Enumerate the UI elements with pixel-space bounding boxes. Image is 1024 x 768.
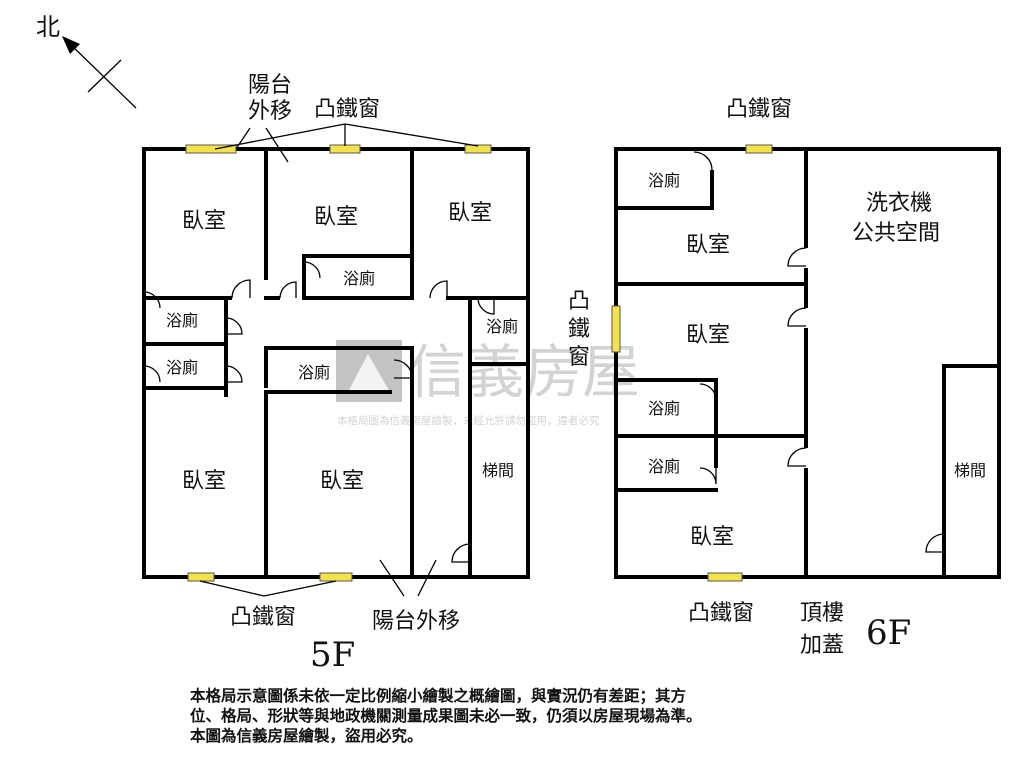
door-icon [477, 297, 495, 315]
watermark-brand: 信義房屋 [408, 338, 640, 406]
disclaimer-line: 位、格局、形狀等與地政機關測量成果圖未必一致，仍須以房屋現場為準。 [190, 706, 702, 725]
callout-balcony: 陽台 [248, 73, 292, 98]
door-icon [925, 533, 945, 553]
callout-bay-window: 凸 [568, 289, 590, 314]
bay-window [611, 305, 621, 353]
door-icon [429, 280, 448, 299]
bay-window [707, 572, 743, 582]
door-icon [787, 247, 807, 267]
callout-balcony: 外移 [248, 99, 292, 124]
callout-bay-window: 鐵 [568, 317, 590, 342]
disclaimer-line: 本格局示意圖係未依一定比例縮小繪製之概繪圖，與實況仍有差距；其方 [190, 686, 687, 705]
floor-5f-plan: 臥室 臥室 臥室 臥室 臥室 浴廁 浴廁 浴廁 浴廁 浴廁 梯間 陽台 外移 凸… [142, 73, 530, 675]
bay-window [329, 144, 361, 154]
disclaimer: 本格局示意圖係未依一定比例縮小繪製之概繪圖，與實況仍有差距；其方 位、格局、形狀… [190, 686, 890, 746]
callout-bay-window: 凸鐵窗 [314, 97, 380, 122]
callout-rooftop: 頂樓 [800, 601, 844, 626]
room-label-bedroom: 臥室 [448, 201, 492, 226]
watermark: 信義房屋 本格局圖為信義房屋繪製，未經允許請勿盜用，違者必究 [336, 338, 640, 427]
door-icon [279, 281, 297, 299]
door-icon [225, 317, 243, 335]
door-icon [787, 447, 807, 467]
door-icon [393, 359, 413, 379]
compass-label: 北 [36, 13, 60, 41]
floor-6f-plan: 浴廁 臥室 臥室 浴廁 浴廁 臥室 洗衣機 公共空間 梯間 凸鐵窗 凸 鐵 窗 … [568, 97, 1001, 658]
room-label-bedroom: 臥室 [320, 469, 364, 494]
room-label-bath: 浴廁 [648, 399, 680, 418]
door-icon [225, 365, 243, 383]
floor-title-6f: 6F [866, 613, 911, 653]
room-label-bath: 浴廁 [486, 317, 518, 336]
room-label-stair: 梯間 [482, 461, 514, 480]
callout-bay-window: 凸鐵窗 [726, 97, 792, 122]
bay-window [319, 572, 353, 582]
room-label-bath: 浴廁 [166, 358, 198, 377]
room-label-bedroom: 臥室 [314, 205, 358, 230]
callout-balcony: 陽台外移 [372, 609, 460, 634]
north-arrow-icon [67, 41, 137, 109]
north-arrowhead-icon [62, 36, 80, 54]
callout-bay-window: 凸鐵窗 [688, 601, 754, 626]
disclaimer-line: 本圖為信義房屋繪製，盜用必究。 [190, 726, 423, 745]
door-icon [451, 543, 471, 563]
room-label-bath: 浴廁 [298, 363, 330, 382]
floor-title-5f: 5F [310, 635, 355, 675]
room-label-stair: 梯間 [954, 461, 986, 480]
room-label-bedroom: 臥室 [686, 323, 730, 348]
door-icon [143, 365, 161, 383]
north-cross-icon [87, 59, 122, 93]
room-label-bedroom: 臥室 [182, 469, 226, 494]
door-icon [699, 467, 717, 485]
door-icon [699, 383, 717, 401]
bay-window [464, 144, 492, 154]
door-icon [231, 279, 251, 299]
room-label-bath: 浴廁 [343, 269, 375, 288]
compass: 北 [36, 13, 137, 109]
room-label-bath: 浴廁 [648, 457, 680, 476]
door-icon [787, 307, 807, 327]
room-label-bedroom: 臥室 [686, 233, 730, 258]
bay-window [745, 144, 773, 154]
room-label-bath: 浴廁 [166, 311, 198, 330]
room-label-bath: 浴廁 [648, 171, 680, 190]
door-icon [303, 261, 321, 279]
room-label-laundry: 洗衣機 [866, 191, 932, 216]
room-label-bedroom: 臥室 [690, 525, 734, 550]
callout-rooftop: 加蓋 [800, 633, 844, 658]
room-label-bedroom: 臥室 [182, 209, 226, 234]
door-icon [693, 151, 713, 171]
callout-bay-window: 窗 [568, 345, 590, 370]
callout-bay-window: 凸鐵窗 [230, 605, 296, 630]
room-label-common-space: 公共空間 [852, 221, 940, 246]
bay-window [187, 572, 215, 582]
door-icon [143, 291, 161, 309]
